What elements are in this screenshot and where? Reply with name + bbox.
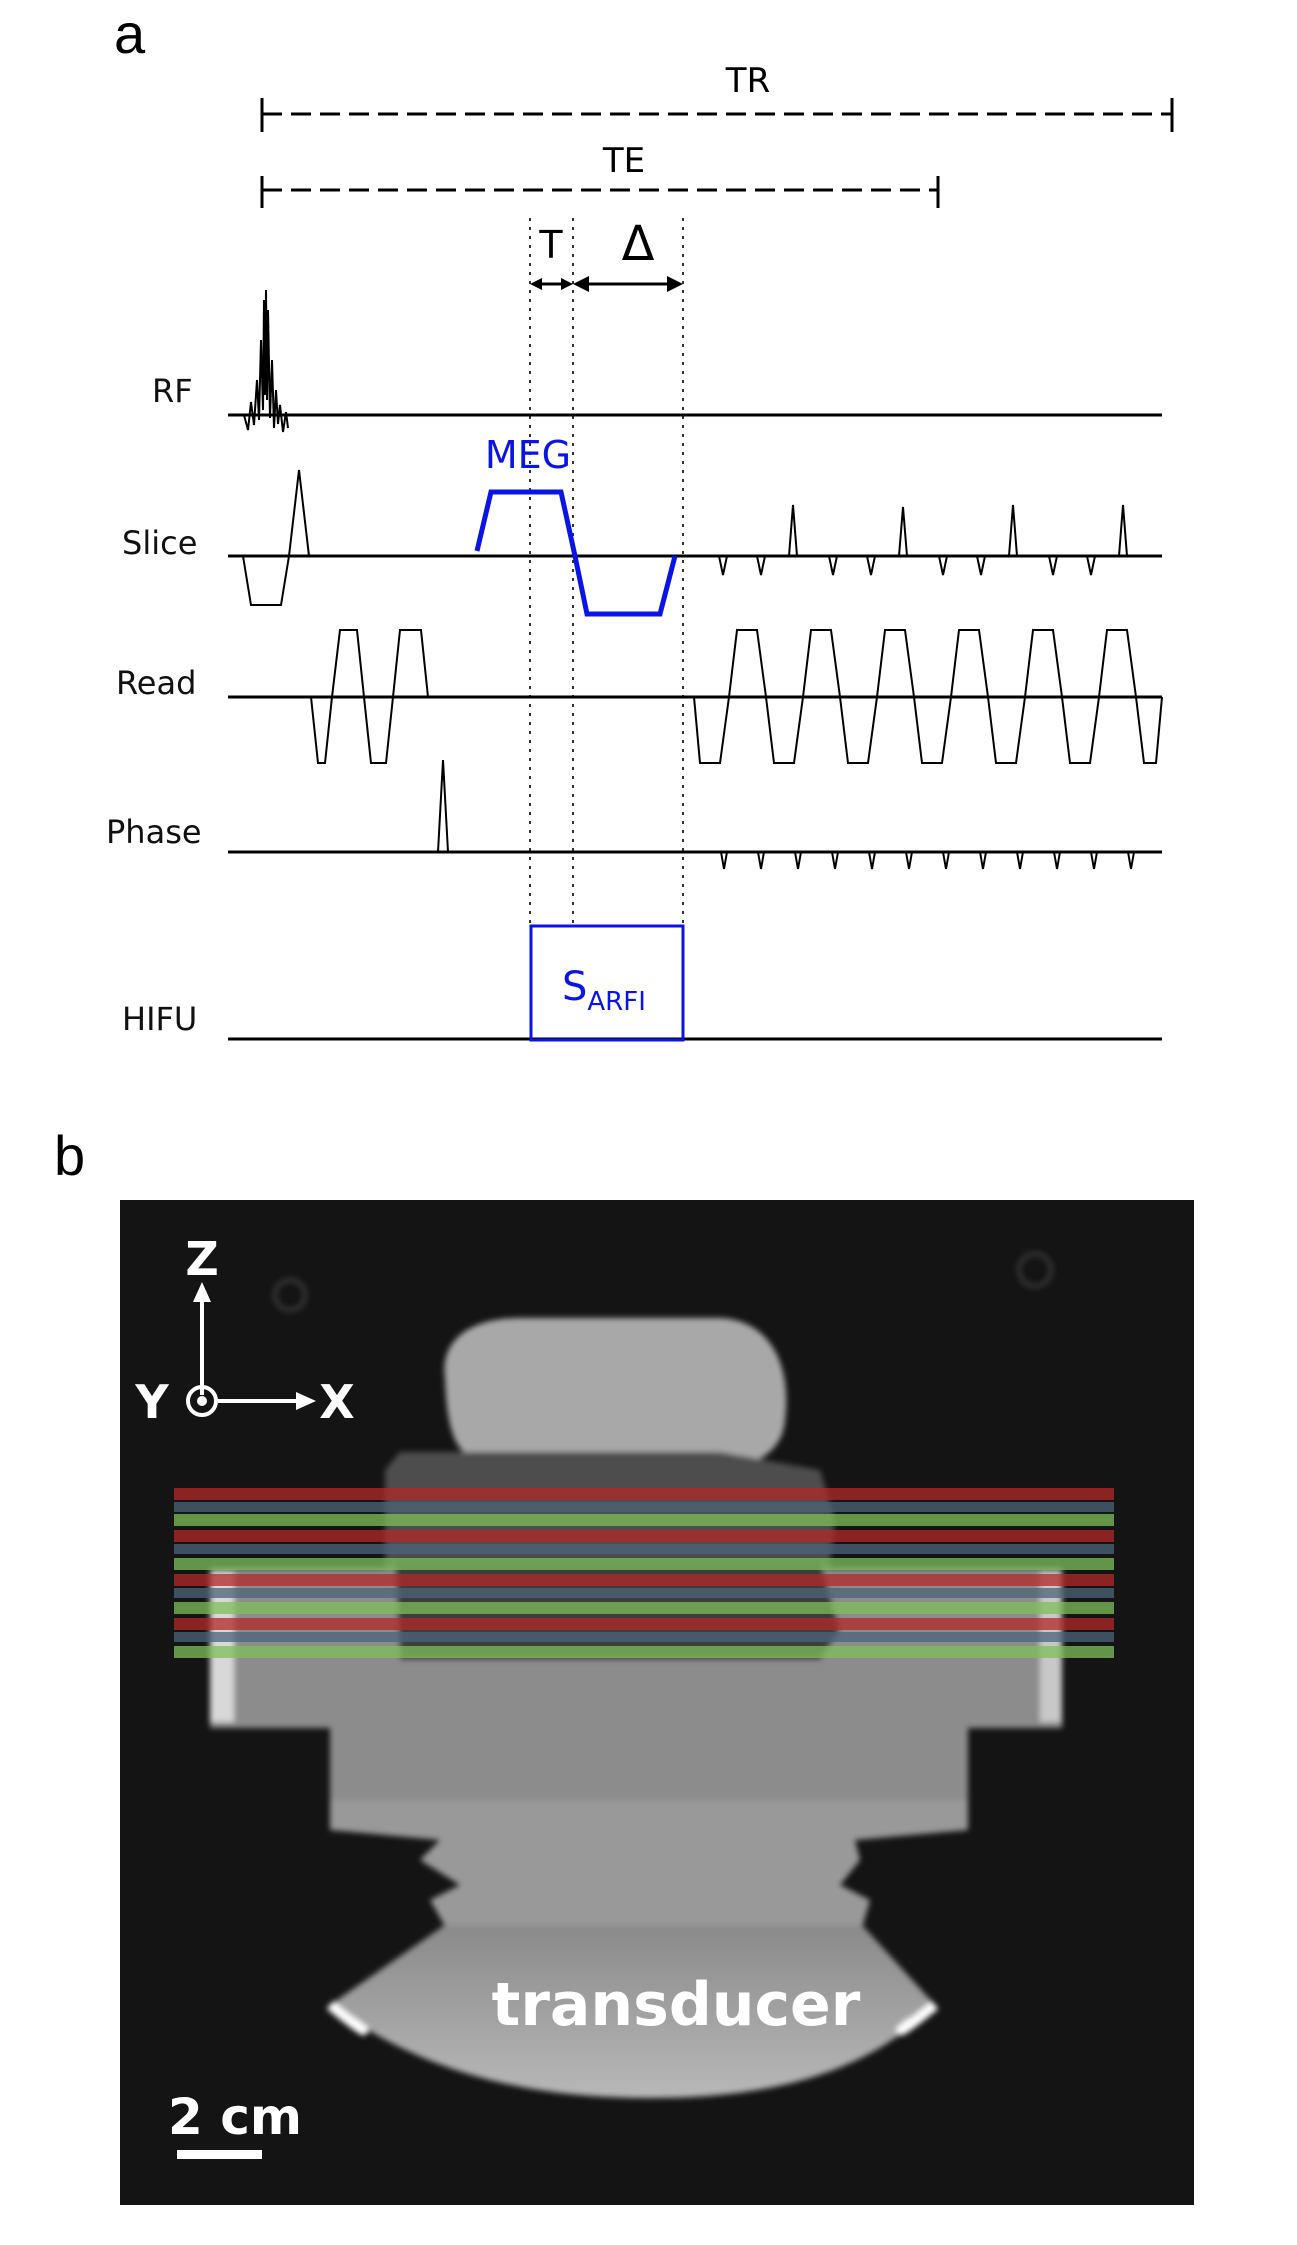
transducer-neck: [330, 1800, 968, 1935]
scale-bar: [177, 2150, 262, 2159]
phase-gradients: [437, 759, 1135, 870]
stripe-slate: [174, 1544, 1114, 1554]
band-right-edge: [1040, 1572, 1062, 1722]
phantom-top: [444, 1318, 787, 1469]
band-left-edge: [210, 1572, 234, 1722]
stripe-green: [174, 1558, 1114, 1570]
stripe-green: [174, 1646, 1114, 1658]
interval-arrows: [530, 276, 683, 292]
read-channel-label: Read: [116, 664, 196, 702]
stripe-slate: [174, 1502, 1114, 1512]
meg-gradient: [474, 489, 678, 617]
delta-arrow-head-left: [573, 276, 589, 292]
t-arrow-head-left: [530, 278, 542, 290]
bowl-bright-rim-right: [896, 2001, 939, 2036]
rf-channel-label: RF: [152, 372, 193, 410]
stripe-red: [174, 1530, 1114, 1542]
te-label: TE: [602, 141, 645, 181]
phantom-gel-block: [385, 1452, 835, 1650]
channel-baselines: [228, 413, 1162, 1041]
z-axis-label: Z: [185, 1232, 218, 1286]
fiducial-ring-left: [272, 1277, 308, 1313]
phantom-wide-band: [210, 1568, 1062, 1810]
panel-letter-b: b: [54, 1124, 86, 1187]
hifu-channel-label: HIFU: [122, 1000, 197, 1038]
phantom-dark-pocket: [395, 1560, 840, 1660]
read-prephase-lobes: [310, 629, 429, 764]
slice-channel-label: Slice: [122, 524, 197, 562]
hifu-pulse-main: S: [562, 964, 587, 1010]
stripe-red: [174, 1488, 1114, 1500]
fiducial-ring-right: [1016, 1251, 1054, 1289]
timing-markers: [260, 98, 1174, 208]
y-axis-circle: [186, 1385, 218, 1417]
read-gradients: [310, 629, 1163, 764]
phase-channel-label: Phase: [106, 813, 202, 851]
stripe-slate: [174, 1588, 1114, 1598]
x-axis-label: X: [319, 1375, 354, 1429]
hifu-arfi-pulse: [529, 924, 685, 1042]
t-arrow-head-right: [561, 278, 573, 290]
delta-label: Δ: [622, 216, 655, 272]
phase-prephase-blip: [437, 759, 449, 853]
transducer-label: transducer: [492, 1970, 861, 2040]
bowl-bright-rim-left: [326, 2001, 369, 2036]
coordinate-axes: [186, 1282, 316, 1417]
y-axis-dot: [197, 1396, 207, 1406]
timing-guides: [529, 218, 684, 925]
read-epi-train: [693, 629, 1163, 764]
phase-blip-train: [720, 851, 1135, 870]
phantom-anatomy: [210, 1251, 1062, 2098]
rf-excitation-pulse: [243, 289, 289, 433]
slice-blip-train: [718, 504, 1128, 576]
z-arrow-head: [193, 1282, 211, 1302]
transducer-bowl: [330, 1925, 935, 2098]
tr-label: TR: [725, 61, 770, 101]
slice-gradients: [242, 469, 1128, 606]
pulse-sequence-diagram: TR TE T Δ RF Slice Read Phase HIFU: [106, 61, 1174, 1042]
stripe-green: [174, 1602, 1114, 1614]
x-arrow-head: [296, 1392, 316, 1410]
meg-label: MEG: [485, 433, 571, 477]
y-axis-label: Y: [134, 1375, 169, 1429]
stripe-red: [174, 1574, 1114, 1586]
mr-image-background: [120, 1200, 1194, 2205]
delta-arrow-head-right: [667, 276, 683, 292]
slice-prephase-lobe: [242, 469, 310, 606]
stripe-red: [174, 1618, 1114, 1630]
slice-stripes: [174, 1488, 1114, 1658]
stripe-green: [174, 1514, 1114, 1526]
scale-bar-label: 2 cm: [168, 2088, 302, 2146]
stripe-slate: [174, 1632, 1114, 1642]
hifu-pulse-label: SARFI: [562, 964, 646, 1017]
t-label: T: [538, 223, 563, 267]
hifu-pulse-sub: ARFI: [587, 987, 645, 1017]
panel-letter-a: a: [114, 2, 146, 65]
